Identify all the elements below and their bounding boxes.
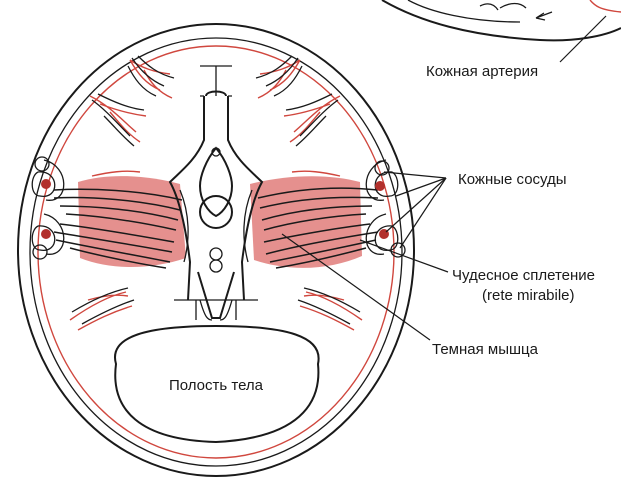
flow-arrow-icon <box>536 12 552 20</box>
left-skin-vessels <box>32 157 64 259</box>
skin-artery-label: Кожная артерия <box>426 63 538 80</box>
skin-vessels-label: Кожные сосуды <box>458 171 567 188</box>
dark-muscle-label: Темная мышца <box>432 341 539 358</box>
body-cavity-label: Полость тела <box>169 377 264 394</box>
vertebral-column <box>170 66 262 320</box>
upper-right-partial-structure <box>382 0 621 40</box>
dark-muscle-region <box>78 176 362 268</box>
rete-mirabile-label: Чудесное сплетение <box>452 267 595 284</box>
rete-mirabile-latin-label: (rete mirabile) <box>482 287 575 304</box>
right-skin-vessels <box>366 160 405 257</box>
